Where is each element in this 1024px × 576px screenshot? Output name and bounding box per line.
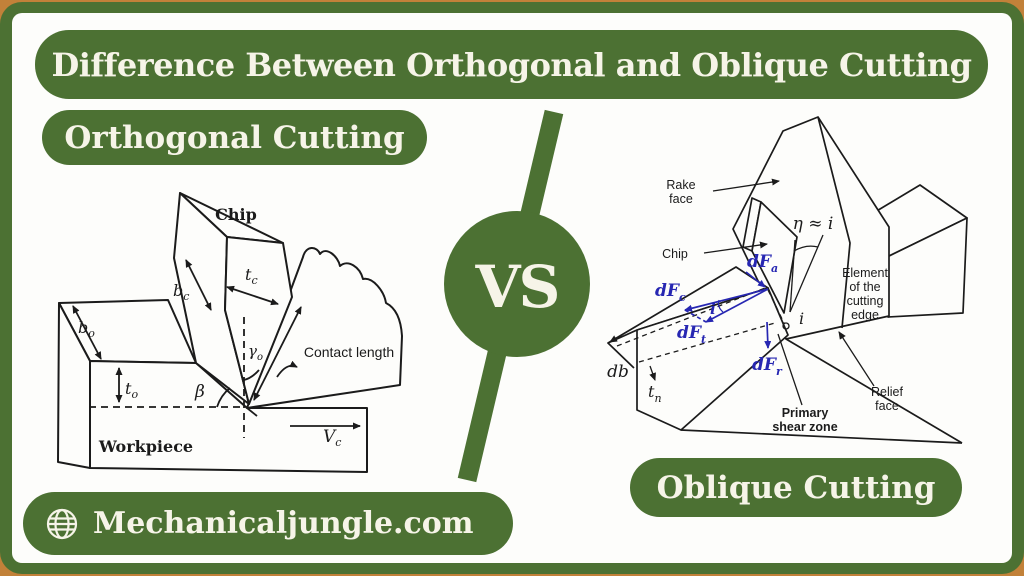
label-relief-face-1: Relief	[871, 385, 903, 399]
page-title: Difference Between Orthogonal and Obliqu…	[51, 45, 972, 84]
brand-site-name: Mechanicaljungle.com	[93, 506, 474, 541]
cutting-point-marker	[782, 322, 790, 330]
label-tn: tn	[648, 382, 662, 405]
vs-label: VS	[475, 253, 559, 321]
label-i-black: i	[799, 309, 804, 328]
label-gamma: γo	[248, 342, 263, 363]
label-dFc: dFc	[655, 281, 686, 304]
chip-front-face	[751, 201, 798, 314]
label-i-blue: i	[710, 300, 716, 318]
label-relief-face-2: face	[875, 399, 899, 413]
chip-leader	[703, 241, 768, 254]
label-chip: Chip	[662, 247, 688, 261]
label-vc: Vc	[323, 427, 341, 449]
contact-length-arrow	[253, 306, 302, 401]
title-banner: Difference Between Orthogonal and Obliqu…	[35, 30, 988, 99]
badge-orthogonal-label: Orthogonal Cutting	[64, 119, 405, 156]
tool-tip-overshoot	[246, 407, 258, 417]
label-primary-shear-2: shear zone	[772, 420, 837, 434]
label-rake-face-2: face	[669, 192, 693, 206]
badge-oblique-label: Oblique Cutting	[656, 469, 936, 506]
label-beta: β	[194, 382, 205, 402]
dim-bo-arrow	[72, 305, 102, 360]
rake-face-leader	[712, 178, 780, 192]
label-element-1: Element	[842, 266, 888, 280]
tool-ridge	[817, 116, 851, 329]
vs-divider: VS	[444, 109, 590, 483]
label-chip: Chip	[215, 205, 257, 224]
globe-icon	[46, 508, 78, 539]
badge-oblique: Oblique Cutting	[630, 458, 962, 517]
machined-surface-edge	[785, 338, 963, 444]
label-contact-length: Contact length	[304, 344, 394, 360]
brand-pill: Mechanicaljungle.com	[23, 492, 513, 555]
label-bc: bc	[173, 281, 189, 303]
label-dFr: dFr	[752, 355, 783, 378]
label-tc: tc	[245, 265, 258, 287]
vs-circle	[444, 211, 590, 357]
bar-wing-edge	[607, 342, 635, 369]
i-angle-arc	[717, 299, 724, 313]
workpiece-bottom-edge	[680, 429, 963, 444]
label-bo: bo	[78, 318, 95, 340]
shear-zone-leader	[777, 333, 803, 406]
label-dFt: dFt	[677, 323, 706, 346]
label-primary-shear-1: Primary	[782, 406, 829, 420]
orthogonal-cutting-diagram: Chip Workpiece Contact length bc tc bo t…	[57, 192, 403, 473]
label-element-3: cutting	[847, 294, 884, 308]
force-dFt-vector	[705, 288, 769, 323]
force-dFr-vector	[764, 321, 772, 349]
contact-length-leader	[276, 360, 298, 378]
eta-angle-arc	[793, 245, 819, 252]
dim-bc-arrow	[185, 259, 212, 311]
label-workpiece: Workpiece	[98, 437, 193, 456]
oblique-cutting-diagram: dFc dFt dFa dFr i Rake face Chip Element…	[607, 116, 968, 444]
force-dFc-vector	[684, 288, 769, 312]
label-rake-face-1: Rake	[666, 178, 695, 192]
label-dFa: dFa	[747, 252, 778, 275]
force-dFa-vector	[745, 271, 766, 288]
hidden-edge-dashed-2	[638, 322, 776, 363]
badge-orthogonal: Orthogonal Cutting	[42, 110, 427, 165]
beta-arc	[216, 387, 231, 408]
eta-angle-ray-1	[789, 239, 796, 313]
relief-face-leader	[838, 331, 875, 387]
label-to: to	[125, 379, 138, 401]
label-eta: η ≈ i	[793, 214, 834, 234]
dim-tc-arrow	[226, 285, 279, 306]
eta-angle-ray-2	[789, 234, 824, 313]
label-element-4: edge	[851, 308, 879, 322]
label-db: db	[607, 362, 629, 382]
tn-tick	[649, 365, 656, 381]
hidden-edge-dashed-3	[767, 289, 785, 324]
db-arrow	[609, 326, 636, 343]
label-element-2: of the	[849, 280, 880, 294]
